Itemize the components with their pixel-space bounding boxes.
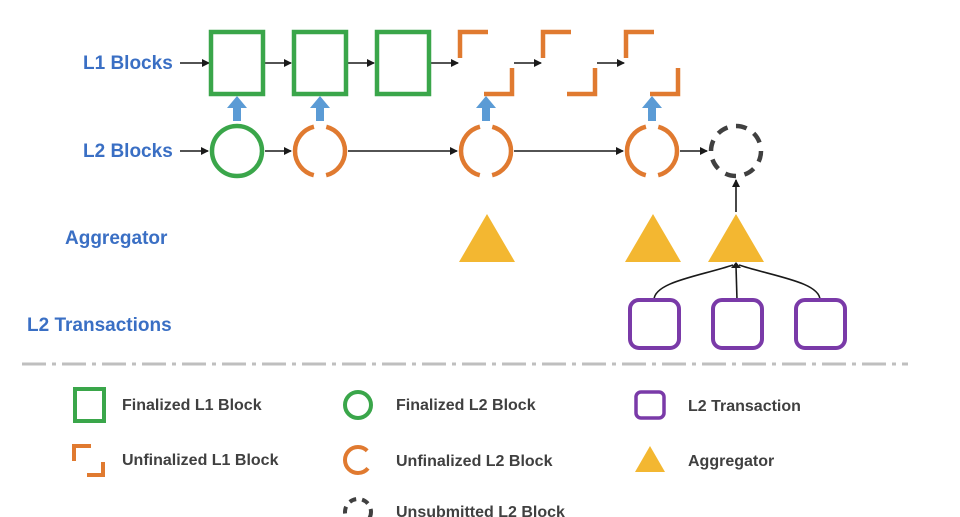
l2-transaction [794,298,847,350]
row-label-l2-transactions: L2 Transactions [27,315,172,336]
unfinalized-l1-block [457,29,515,97]
legend-l2-transaction: L2 Transaction [688,398,801,415]
transaction-edge [653,264,734,301]
l2-transaction-icon [634,390,666,420]
aggregator [708,214,764,262]
row-label-l2-blocks: L2 Blocks [83,141,173,162]
legend-unfinalized-l1-block: Unfinalized L1 Block [122,452,279,469]
legend-unsubmitted-l2-block: Unsubmitted L2 Block [396,504,565,517]
legend: Finalized L1 Block Unfinalized L1 Block … [72,387,801,517]
l2-transaction [628,298,681,350]
transaction-edges [653,262,821,301]
legend-unfinalized-l2-block: Unfinalized L2 Block [396,453,553,470]
transaction-edge-arrowhead [731,262,741,268]
unfinalized-l2-block [292,123,348,179]
transaction-edge [738,264,821,301]
unfinalized-l2-block [458,123,514,179]
unfinalized-l1-block [623,29,681,97]
unfinalized-l1-block-icon [72,444,105,477]
row-label-l1-blocks: L1 Blocks [83,53,173,74]
finalized-l2-block-icon [343,390,373,420]
unfinalized-l2-block [624,123,680,179]
unsubmitted-l2-block [708,123,764,179]
finalized-l1-block [291,29,349,97]
submit-arrow-icon [476,96,496,121]
legend-aggregator: Aggregator [688,453,774,470]
finalized-l1-block [208,29,266,97]
finalized-l1-block [374,29,432,97]
legend-finalized-l1-block: Finalized L1 Block [122,397,262,414]
aggregator [459,214,515,262]
finalized-l1-block-icon [73,387,106,423]
l2-chain [180,147,740,212]
legend-finalized-l2-block: Finalized L2 Block [396,397,536,414]
transaction-edge [735,265,738,301]
submit-arrow-icon [642,96,662,121]
unfinalized-l1-block [540,29,598,97]
l2-transaction [711,298,764,350]
aggregator [625,214,681,262]
finalized-l2-block [209,123,265,179]
aggregator-icon [635,446,665,472]
unfinalized-l2-block-icon [343,445,373,475]
row-label-aggregator: Aggregator [65,228,168,249]
unsubmitted-l2-block-icon [343,497,373,517]
submit-arrow-icon [310,96,330,121]
submit-arrow-icon [227,96,247,121]
